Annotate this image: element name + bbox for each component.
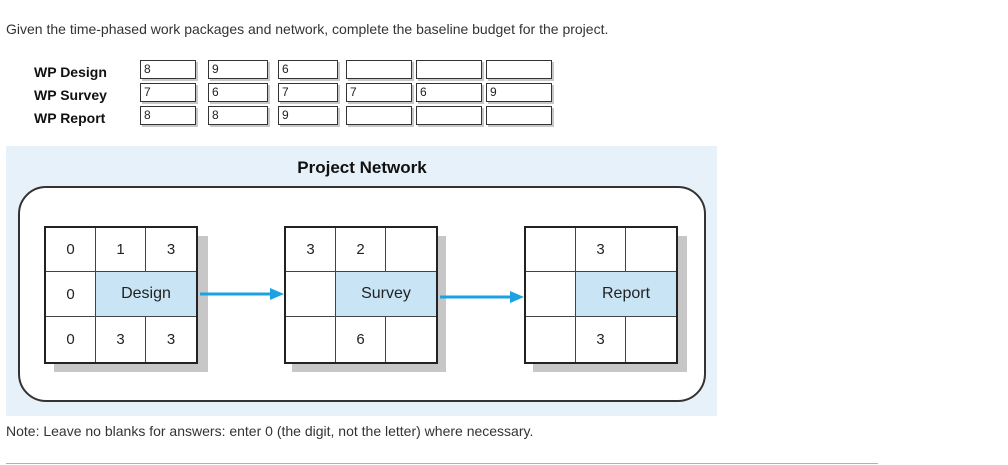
survey-early-finish[interactable] xyxy=(386,228,436,272)
wp-design-label: WP Design xyxy=(34,64,107,80)
wp-design-cell-3[interactable]: 6 xyxy=(278,60,338,79)
design-late-start: 0 xyxy=(46,317,96,362)
report-node: 3 Report 3 xyxy=(524,226,678,364)
network-title: Project Network xyxy=(297,158,427,177)
wp-design-cell-1[interactable]: 8 xyxy=(140,60,196,79)
survey-node: 3 2 Survey 6 xyxy=(284,226,438,364)
survey-id: 2 xyxy=(336,228,386,272)
report-late-finish[interactable] xyxy=(626,317,676,362)
design-early-start: 0 xyxy=(46,228,96,272)
report-early-start[interactable] xyxy=(526,228,576,272)
wp-design-cell-6[interactable] xyxy=(486,60,552,79)
wp-report-cell-4[interactable] xyxy=(346,106,412,125)
wp-survey-cell-6[interactable]: 9 xyxy=(486,83,552,102)
survey-slack[interactable] xyxy=(286,272,336,317)
report-late-start[interactable] xyxy=(526,317,576,362)
survey-late-finish[interactable] xyxy=(386,317,436,362)
note-text: Note: Leave no blanks for answers: enter… xyxy=(6,423,534,439)
design-to-survey-arrow xyxy=(200,288,284,300)
instructions-text: Given the time-phased work packages and … xyxy=(6,21,609,37)
survey-duration: 6 xyxy=(336,317,386,362)
wp-survey-cell-2[interactable]: 6 xyxy=(208,83,268,102)
wp-design-cell-2[interactable]: 9 xyxy=(208,60,268,79)
wp-report-cell-1[interactable]: 8 xyxy=(140,106,196,125)
wp-survey-cell-5[interactable]: 6 xyxy=(416,83,482,102)
design-name: Design xyxy=(96,272,196,317)
design-late-finish: 3 xyxy=(166,331,176,348)
wp-report-cell-2[interactable]: 8 xyxy=(208,106,268,125)
wp-design-cell-4[interactable] xyxy=(346,60,412,79)
wp-survey-cell-1[interactable]: 7 xyxy=(140,83,196,102)
report-duration: 3 xyxy=(576,317,626,362)
report-slack[interactable] xyxy=(526,272,576,317)
wp-report-cell-6[interactable] xyxy=(486,106,552,125)
wp-report-label: WP Report xyxy=(34,110,106,126)
wp-survey-cell-3[interactable]: 7 xyxy=(278,83,338,102)
survey-to-report-arrow xyxy=(440,291,524,303)
wp-report-cell-3[interactable]: 9 xyxy=(278,106,338,125)
wp-survey-label: WP Survey xyxy=(34,87,107,103)
design-slack: 0 xyxy=(46,272,96,317)
design-duration: 3 xyxy=(96,317,146,362)
divider xyxy=(6,463,878,464)
wp-report-cell-5[interactable] xyxy=(416,106,482,125)
design-early-finish: 3 xyxy=(146,228,196,272)
report-name: Report xyxy=(576,272,676,317)
report-early-finish[interactable] xyxy=(626,228,676,272)
design-id: 1 xyxy=(96,228,146,272)
wp-survey-cell-4[interactable]: 7 xyxy=(346,83,412,102)
report-id: 3 xyxy=(576,228,626,272)
design-node: 0 1 3 0 Design 0 3 3 xyxy=(44,226,198,364)
survey-name: Survey xyxy=(336,272,436,317)
wp-design-cell-5[interactable] xyxy=(416,60,482,79)
survey-late-start[interactable] xyxy=(286,317,336,362)
survey-early-start: 3 xyxy=(286,228,336,272)
